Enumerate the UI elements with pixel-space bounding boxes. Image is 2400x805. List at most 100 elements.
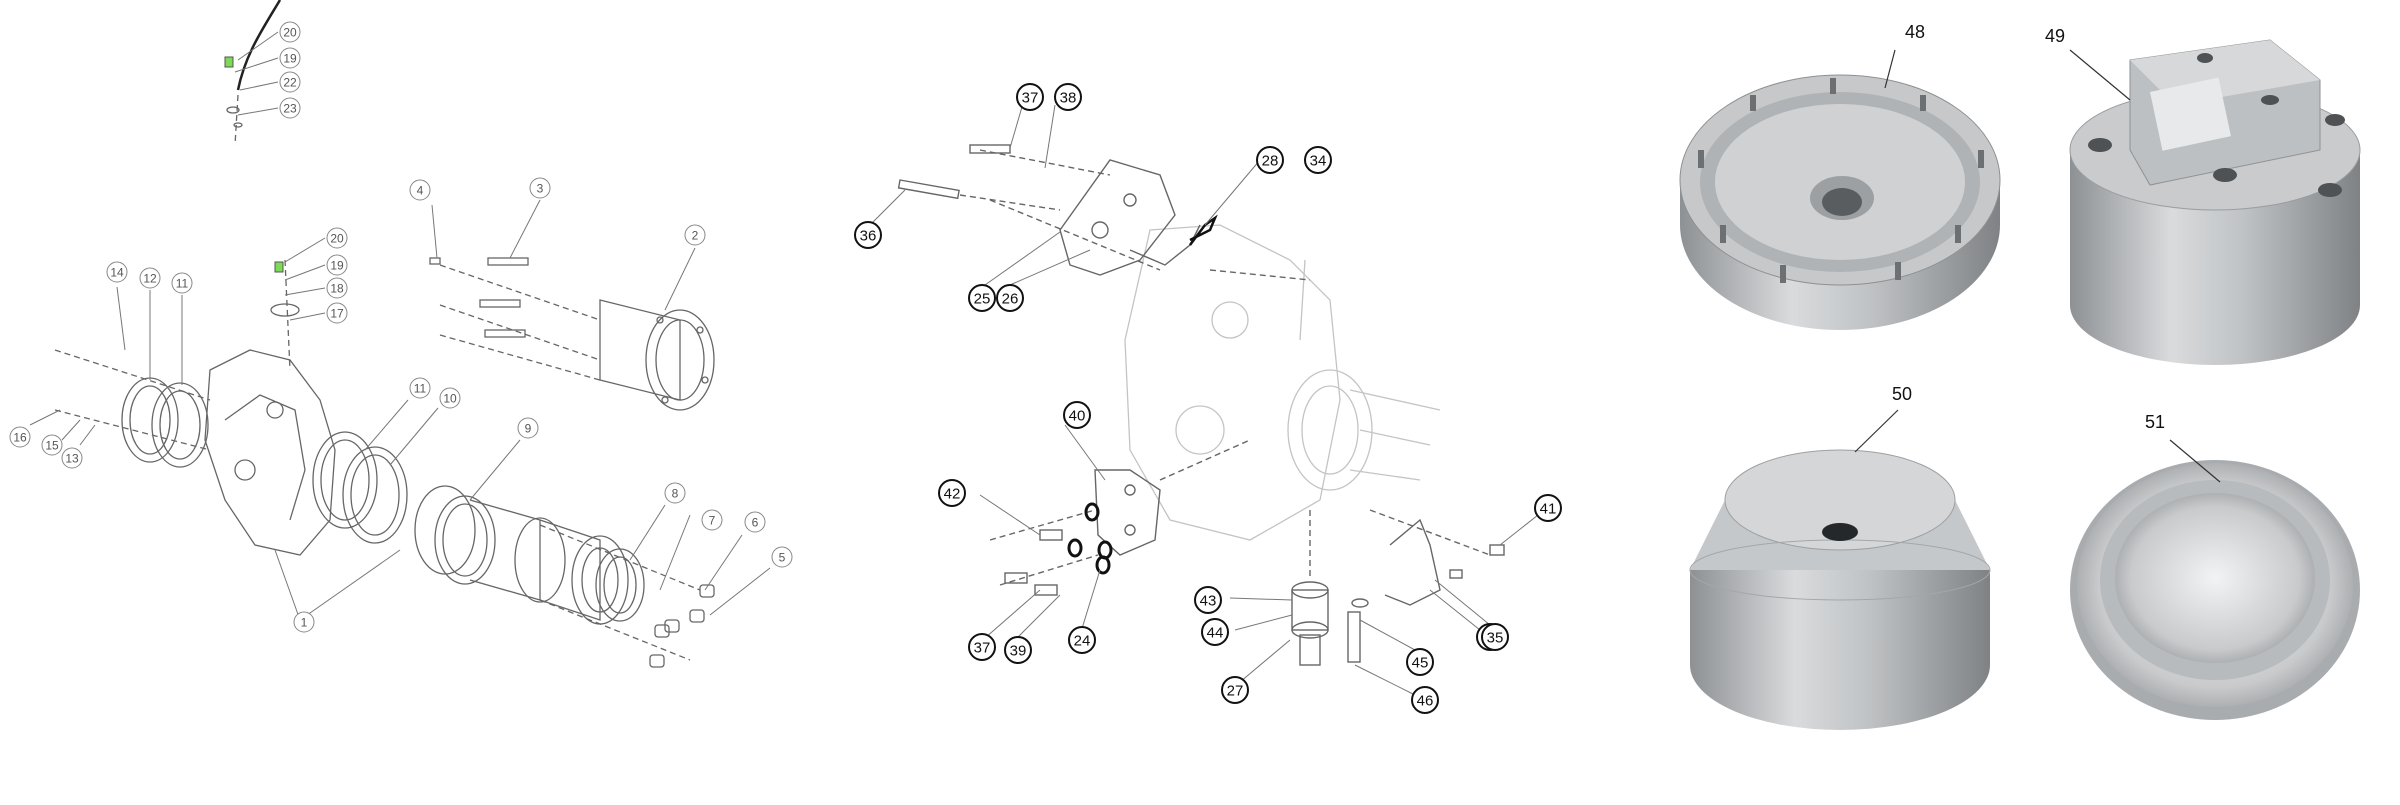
tool-51-photo: [2070, 439, 2360, 720]
callout-bubble: [968, 284, 996, 312]
callout-bubble: [279, 47, 301, 69]
callout-number: 23: [283, 101, 297, 115]
callout-number: 34: [1310, 152, 1327, 169]
callout-number: 11: [414, 381, 427, 395]
callout-bubble: [684, 224, 706, 246]
callout-number: 39: [1010, 642, 1027, 659]
callout-bubble: [9, 426, 31, 448]
callout-number: 37: [974, 639, 991, 656]
callout-bubble: [1004, 636, 1032, 664]
callout-bubble: [326, 302, 348, 324]
callout-bubble: [1256, 146, 1284, 174]
callout-number: 20: [330, 231, 344, 245]
callout-number: 26: [1002, 290, 1019, 307]
callout-number: 13: [65, 451, 79, 465]
photo-label-50: 50: [1892, 384, 1912, 404]
callout-number: 22: [283, 75, 297, 89]
callout-bubble: [529, 177, 551, 199]
callout-number: 14: [110, 265, 124, 279]
callout-bubble: [1068, 626, 1096, 654]
tool-48-photo: [1679, 49, 2001, 330]
callout-number: 46: [1417, 692, 1434, 709]
callout-number: 8: [672, 486, 679, 500]
callout-number: 19: [283, 51, 297, 65]
tool-photos-svg: 48 49 50 51: [1679, 22, 2361, 730]
callout-number: 5: [779, 550, 786, 564]
callout-bubble: [326, 254, 348, 276]
photo-labels: 48 49 50 51: [1892, 22, 2165, 432]
callout-number: 35: [1487, 629, 1504, 646]
callout-bubble: [664, 482, 686, 504]
callout-number: 9: [525, 421, 532, 435]
callout-bubble: [854, 221, 882, 249]
callout-bubble: [744, 511, 766, 533]
callout-number: 1: [301, 615, 308, 629]
highlighted-o-rings: [1067, 214, 1218, 575]
callout-number: 37: [1022, 89, 1039, 106]
callout-number: 24: [1074, 632, 1091, 649]
photo-label-48: 48: [1905, 22, 1925, 42]
background-housing-outline: [1124, 224, 1441, 541]
callout-number: 42: [944, 485, 961, 502]
bracket-exploded-diagram: 3738362834252640424143443739244547352746: [830, 0, 1630, 800]
callout-bubble: [171, 272, 193, 294]
callout-bubble: [326, 227, 348, 249]
callout-bubble: [1534, 494, 1562, 522]
callout-number: 15: [45, 438, 59, 452]
callout-number: 45: [1412, 654, 1429, 671]
callout-bubble: [1411, 686, 1439, 714]
callout-bubble: [279, 71, 301, 93]
callout-bubble: [968, 633, 996, 661]
callout-bubble: [1054, 83, 1082, 111]
callout-bubble: [106, 261, 128, 283]
photo-label-49: 49: [2045, 26, 2065, 46]
callout-bubble: [326, 277, 348, 299]
callout-bubble: [1304, 146, 1332, 174]
callout-bubble: [1481, 623, 1509, 651]
tool-49-photo: [2069, 39, 2361, 365]
callout-bubble: [1194, 586, 1222, 614]
callout-bubble: [439, 387, 461, 409]
tool-50-photo: [1689, 409, 1991, 730]
callout-number: 25: [974, 290, 991, 307]
callout-bubble: [139, 267, 161, 289]
callout-number: 20: [283, 25, 297, 39]
callout-number: 27: [1227, 682, 1244, 699]
callout-number: 6: [752, 515, 759, 529]
bracket-diagram-svg: 3738362834252640424143443739244547352746: [854, 83, 1562, 714]
callout-bubble: [293, 611, 315, 633]
sensor-green-cap-icon: [224, 56, 234, 68]
callout-number: 4: [417, 183, 424, 197]
callout-bubble: [938, 479, 966, 507]
callout-number: 7: [709, 513, 716, 527]
tool-photos: 48 49 50 51: [1630, 0, 2400, 800]
callout-bubble: [279, 97, 301, 119]
callout-number: 40: [1069, 407, 1086, 424]
callout-bubble: [1016, 83, 1044, 111]
callout-bubble: [41, 434, 63, 456]
callout-bubble: [1063, 401, 1091, 429]
callout-bubble: [409, 377, 431, 399]
callout-bubble: [517, 417, 539, 439]
photo-label-51: 51: [2145, 412, 2165, 432]
callout-bubble: [771, 546, 793, 568]
callout-bubble: [701, 509, 723, 531]
callout-number: 12: [143, 271, 157, 285]
callout-bubble: [61, 447, 83, 469]
sensor-green-cap-2-icon: [274, 261, 284, 273]
callout-number: 17: [330, 306, 344, 320]
callout-number: 43: [1200, 592, 1217, 609]
callout-bubble: [1406, 648, 1434, 676]
callout-bubble: [1221, 676, 1249, 704]
callout-bubble: [279, 21, 301, 43]
callout-number: 3: [537, 181, 544, 195]
callout-number: 19: [330, 258, 344, 272]
callout-number: 41: [1540, 500, 1557, 517]
callout-bubble: [409, 179, 431, 201]
callout-number: 16: [13, 430, 27, 444]
callout-bubble: [996, 284, 1024, 312]
callout-number: 10: [443, 391, 457, 405]
